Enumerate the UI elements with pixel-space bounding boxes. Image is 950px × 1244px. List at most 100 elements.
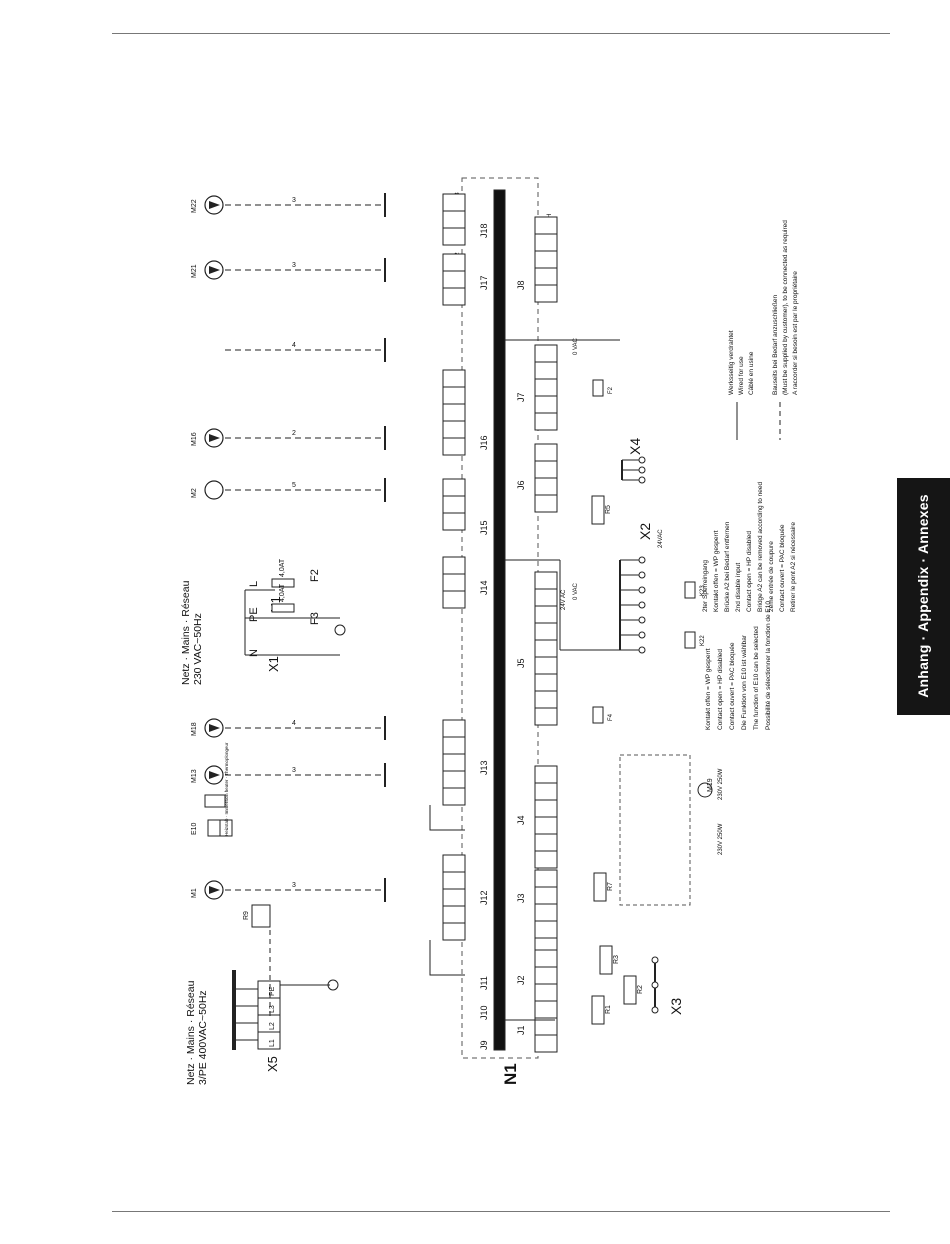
bottom-rule [112, 1211, 890, 1212]
plug-j15-terminal [442, 495, 466, 514]
plug-j4-terminal [534, 799, 558, 818]
connector-x4-label: X4 [627, 438, 643, 455]
x2-node [638, 586, 646, 594]
contact-label: K22 [700, 635, 706, 646]
note-second-disable-line: 2nd disable input [735, 563, 742, 612]
plug-j14-terminal [442, 556, 466, 575]
pump-label: M22 [191, 199, 198, 213]
mains-3ph-voltage: 3/PE 400VAC~50Hz [197, 990, 209, 1085]
plug-j13-terminal [442, 770, 466, 789]
legend-solid-text: Câblé en usine [748, 351, 755, 395]
x2-node [638, 631, 646, 639]
plug-j5-terminal [534, 639, 558, 658]
contact-box [684, 581, 696, 599]
x4-node [638, 476, 646, 484]
plug-j8-terminal [534, 284, 558, 303]
plug-j18-terminal [442, 210, 466, 229]
e10-heater-grid [204, 794, 226, 808]
plug-caption: J15 [479, 520, 489, 535]
earth-symbol [327, 979, 339, 991]
note-contact-line: Die Funktion von E10 ist wählbar [741, 634, 748, 730]
plug-j15-terminal [442, 512, 466, 531]
plug-j2-terminal [534, 966, 558, 985]
x5-terminal-label: PE [269, 986, 276, 996]
plug-j8-terminal [534, 267, 558, 286]
plug-j16-terminal [442, 386, 466, 405]
plug-caption: J18 [479, 223, 489, 238]
plug-j6-terminal [534, 443, 558, 462]
top-rule [112, 33, 890, 34]
earth-symbol-2 [334, 624, 346, 636]
mixer-symbol [204, 480, 224, 500]
fuse-f2-body [271, 578, 295, 588]
plug-j17-terminal [442, 270, 466, 289]
e10-box [207, 819, 221, 837]
fuse-f2-rating: 4,0AT [279, 558, 286, 577]
fuse-f3-label: F3 [309, 612, 321, 625]
plug-j18-terminal [442, 193, 466, 212]
pump-symbol [204, 260, 224, 280]
pump-symbol [204, 195, 224, 215]
wire-number: 3 [292, 882, 296, 889]
mains-3ph-title: Netz · Mains · Réseau [185, 980, 197, 1085]
x2-node [638, 601, 646, 609]
pump-symbol [204, 428, 224, 448]
plug-j13-terminal [442, 787, 466, 806]
note-second-disable-line: 2ème entrée de coupure [768, 541, 775, 612]
plug-caption: J12 [479, 890, 489, 905]
plug-j12-terminal [442, 854, 466, 873]
note-second-disable-line: Kontakt offen = WP gesperrt [713, 530, 720, 612]
pump-label: M18 [191, 722, 198, 736]
plug-caption: J8 [516, 280, 526, 290]
relay-panel-outline [619, 754, 691, 906]
pump-label: M1 [191, 888, 198, 898]
contact-label: F2 [608, 386, 614, 394]
plug-j6-terminal [534, 494, 558, 513]
pump-symbol [204, 765, 224, 785]
mains-1ph-voltage: 230 VAC~50Hz [192, 613, 204, 685]
pump-arrow [209, 724, 220, 732]
x5-terminal-label: L3 [269, 1005, 276, 1013]
connector-x2-label: X2 [637, 523, 653, 540]
connector-x3-label: X3 [668, 998, 684, 1015]
x5-terminal-label: L2 [269, 1022, 276, 1030]
plug-j7-terminal [534, 361, 558, 380]
plug-j5-terminal [534, 690, 558, 709]
note-second-disable-line: Brücke A2 bei Bedarf entfernen [724, 521, 731, 612]
plug-j2-terminal [534, 949, 558, 968]
controller-bus-bar [493, 189, 506, 1051]
plug-caption: J9 [479, 1040, 489, 1050]
plug-caption: J13 [479, 760, 489, 775]
sensor-resistor-label: R3 [613, 955, 620, 964]
contact-box [592, 379, 604, 397]
sensor-resistor-label: R1 [605, 1005, 612, 1014]
plug-j15-terminal [442, 478, 466, 497]
note-contact-line: Kontakt offen = WP gesperrt [705, 648, 712, 730]
board-jumper [429, 940, 465, 976]
sensor-r9-box [251, 904, 271, 928]
plug-j5-terminal [534, 673, 558, 692]
x2-node [638, 556, 646, 564]
pump-symbol [204, 718, 224, 738]
plug-j5-terminal [534, 588, 558, 607]
x1-terminal-label: N [248, 649, 260, 657]
legend-dashed-text: Bauseits bei Bedarf anzuschließen [772, 295, 779, 395]
sensor-resistor-label: R5 [605, 505, 612, 514]
sensor-resistor [591, 995, 605, 1025]
plug-j13-terminal [442, 753, 466, 772]
plug-j14-terminal [442, 573, 466, 592]
plug-j8-terminal [534, 250, 558, 269]
plug-caption: J2 [516, 975, 526, 985]
wire-number: 4 [292, 342, 296, 349]
wire-number: 5 [292, 482, 296, 489]
pump-arrow [209, 434, 220, 442]
contact-box [592, 706, 604, 724]
plug-j16-terminal [442, 369, 466, 388]
wire-number: 3 [292, 262, 296, 269]
plug-caption: J11 [479, 976, 489, 990]
plug-j16-terminal [442, 420, 466, 439]
plug-j5-terminal [534, 605, 558, 624]
note-contact-line: Contact ouvert = PAC bloquée [729, 642, 736, 730]
x2-node [638, 646, 646, 654]
